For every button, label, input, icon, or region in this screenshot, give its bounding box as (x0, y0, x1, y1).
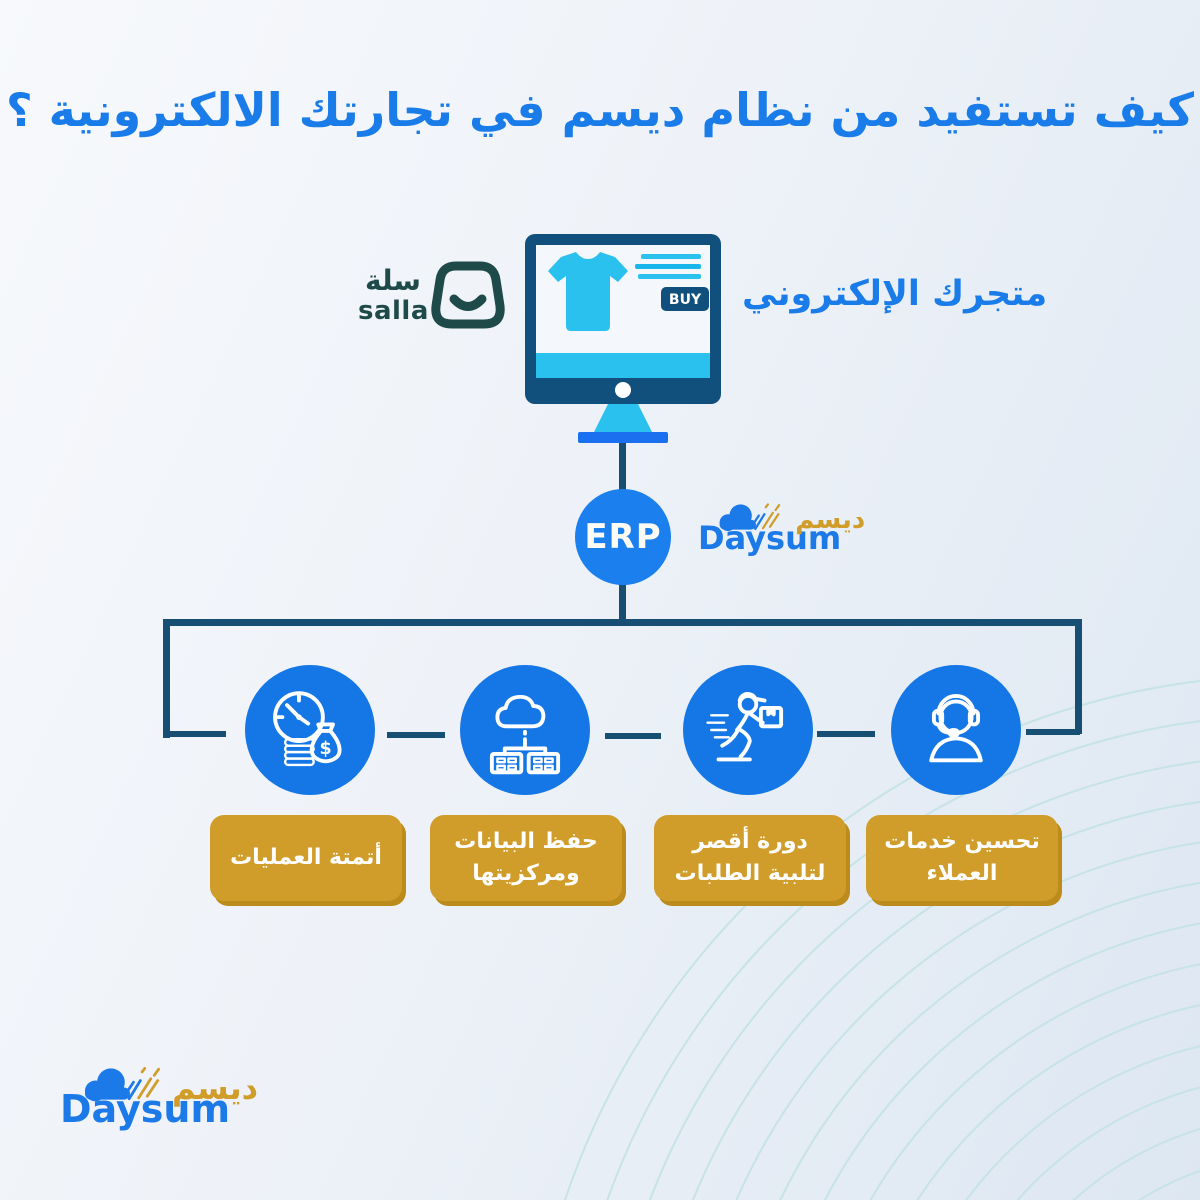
connector-stub-right (1026, 729, 1080, 735)
daysum-logo: Daysum ديسم (698, 503, 865, 554)
daysum-arabic-wordmark: ديسم (171, 1069, 259, 1107)
daysum-cloud-icon (719, 503, 781, 531)
connector-bus-right-drop (1075, 619, 1082, 734)
tshirt-icon (548, 252, 628, 331)
store-monitor-illustration: BUY (525, 234, 721, 443)
salla-logo-text: سلة salla (358, 264, 429, 326)
connector-dash-3 (817, 731, 875, 737)
clock-money-icon: $ (273, 691, 342, 767)
buy-button: BUY (661, 287, 709, 311)
buy-label: BUY (669, 292, 702, 308)
benefit-node-support (891, 665, 1021, 795)
benefit-label-support: تحسين خدمات العملاء (866, 815, 1058, 901)
page-title: كيف تستفيد من نظام ديسم في تجارتك الالكت… (5, 82, 1195, 137)
salla-basket-icon (431, 261, 505, 329)
benefit-label-orders: دورة أقصر لتلبية الطلبات (654, 815, 846, 901)
cloud-server-icon (489, 694, 561, 775)
connector-bus-horizontal (163, 619, 1082, 626)
erp-node: ERP (575, 489, 671, 585)
daysum-cloud-icon (84, 1067, 160, 1102)
salla-latin-label: salla (358, 295, 429, 326)
store-label: متجرك الإلكتروني (742, 274, 1048, 314)
benefit-node-data (460, 665, 590, 795)
connector-dash-1 (387, 732, 445, 738)
daysum-footer-logo: Daysum ديسم (60, 1067, 258, 1128)
delivery-runner-icon (706, 691, 784, 762)
benefit-node-orders (683, 665, 813, 795)
benefit-label-data: حفظ البيانات ومركزيتها (430, 815, 622, 901)
connector-monitor-erp (619, 443, 626, 491)
daysum-arabic-wordmark: ديسم (795, 505, 866, 535)
salla-arabic-label: سلة (365, 264, 421, 297)
headset-support-icon (929, 694, 983, 763)
benefit-node-automation: $ (245, 665, 375, 795)
connector-dash-2 (605, 733, 661, 739)
connector-erp-bus (619, 583, 626, 623)
benefit-label-automation: أتمتة العمليات (210, 815, 402, 901)
erp-label: ERP (584, 517, 662, 557)
svg-text:$: $ (320, 739, 332, 759)
connector-stub-left (166, 731, 226, 737)
connector-bus-left-drop (163, 619, 170, 738)
